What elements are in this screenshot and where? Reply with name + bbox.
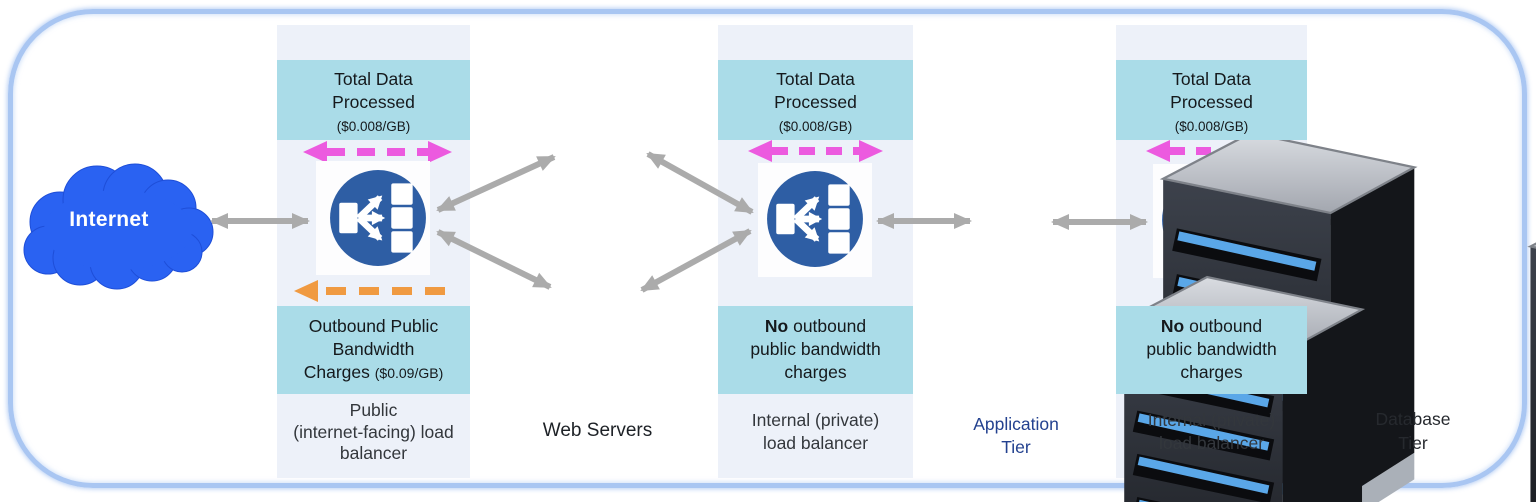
no-outbound-bold: No	[1160, 316, 1185, 336]
outbound-charges-box: Outbound Public Bandwidth Charges ($0.09…	[277, 306, 470, 394]
arrow-lb1-webserver2	[436, 229, 552, 290]
total-data-processed-price: ($0.008/GB)	[336, 119, 411, 134]
total-data-processed-title: Total Data Processed	[1170, 69, 1253, 112]
total-data-processed-price: ($0.008/GB)	[778, 119, 853, 134]
internet-label: Internet	[69, 208, 149, 231]
no-outbound-charges-box-2: No outbound public bandwidth charges	[1116, 306, 1307, 394]
data-processed-arrows	[303, 140, 1277, 163]
web-servers-label: Web Servers	[542, 420, 653, 441]
total-data-processed-box-2: Total Data Processed ($0.008/GB)	[718, 60, 913, 140]
arrow-lb1-webserver1	[436, 154, 556, 213]
outbound-charges-text: Outbound Public Bandwidth Charges	[303, 316, 439, 382]
database-tier-label: Database Tier	[1375, 409, 1451, 453]
outbound-bandwidth-arrow	[294, 280, 458, 302]
data-processed-arrow-2	[748, 140, 883, 162]
arrow-webserver1-lb2	[646, 151, 754, 215]
data-processed-arrow-1	[303, 141, 452, 163]
application-server-icon	[1523, 204, 1536, 502]
total-data-processed-box-3: Total Data Processed ($0.008/GB)	[1116, 60, 1307, 140]
total-data-processed-price: ($0.008/GB)	[1174, 119, 1249, 134]
public-load-balancer-icon	[330, 170, 426, 266]
total-data-processed-box-1: Total Data Processed ($0.008/GB)	[277, 60, 470, 140]
no-outbound-text: outbound public bandwidth charges	[750, 316, 881, 382]
internal-lb-label-1: Internal (private) load balancer	[751, 410, 880, 453]
internet-cloud	[23, 163, 214, 290]
no-outbound-bold: No	[764, 316, 789, 336]
total-data-processed-title: Total Data Processed	[332, 69, 415, 112]
diagram-frame	[8, 9, 1527, 488]
total-data-processed-title: Total Data Processed	[774, 69, 857, 112]
internal-lb-label-2: Internal (private) load balancer	[1147, 410, 1276, 453]
internal-load-balancer-icon-1	[767, 171, 863, 267]
application-tier-label: Application Tier	[973, 414, 1059, 457]
arrow-webserver2-lb2	[640, 228, 752, 293]
outbound-charges-price: ($0.09/GB)	[374, 365, 444, 381]
public-lb-label: Public (internet-facing) load balancer	[293, 400, 454, 463]
no-outbound-charges-box-1: No outbound public bandwidth charges	[718, 306, 913, 394]
no-outbound-text: outbound public bandwidth charges	[1146, 316, 1277, 382]
